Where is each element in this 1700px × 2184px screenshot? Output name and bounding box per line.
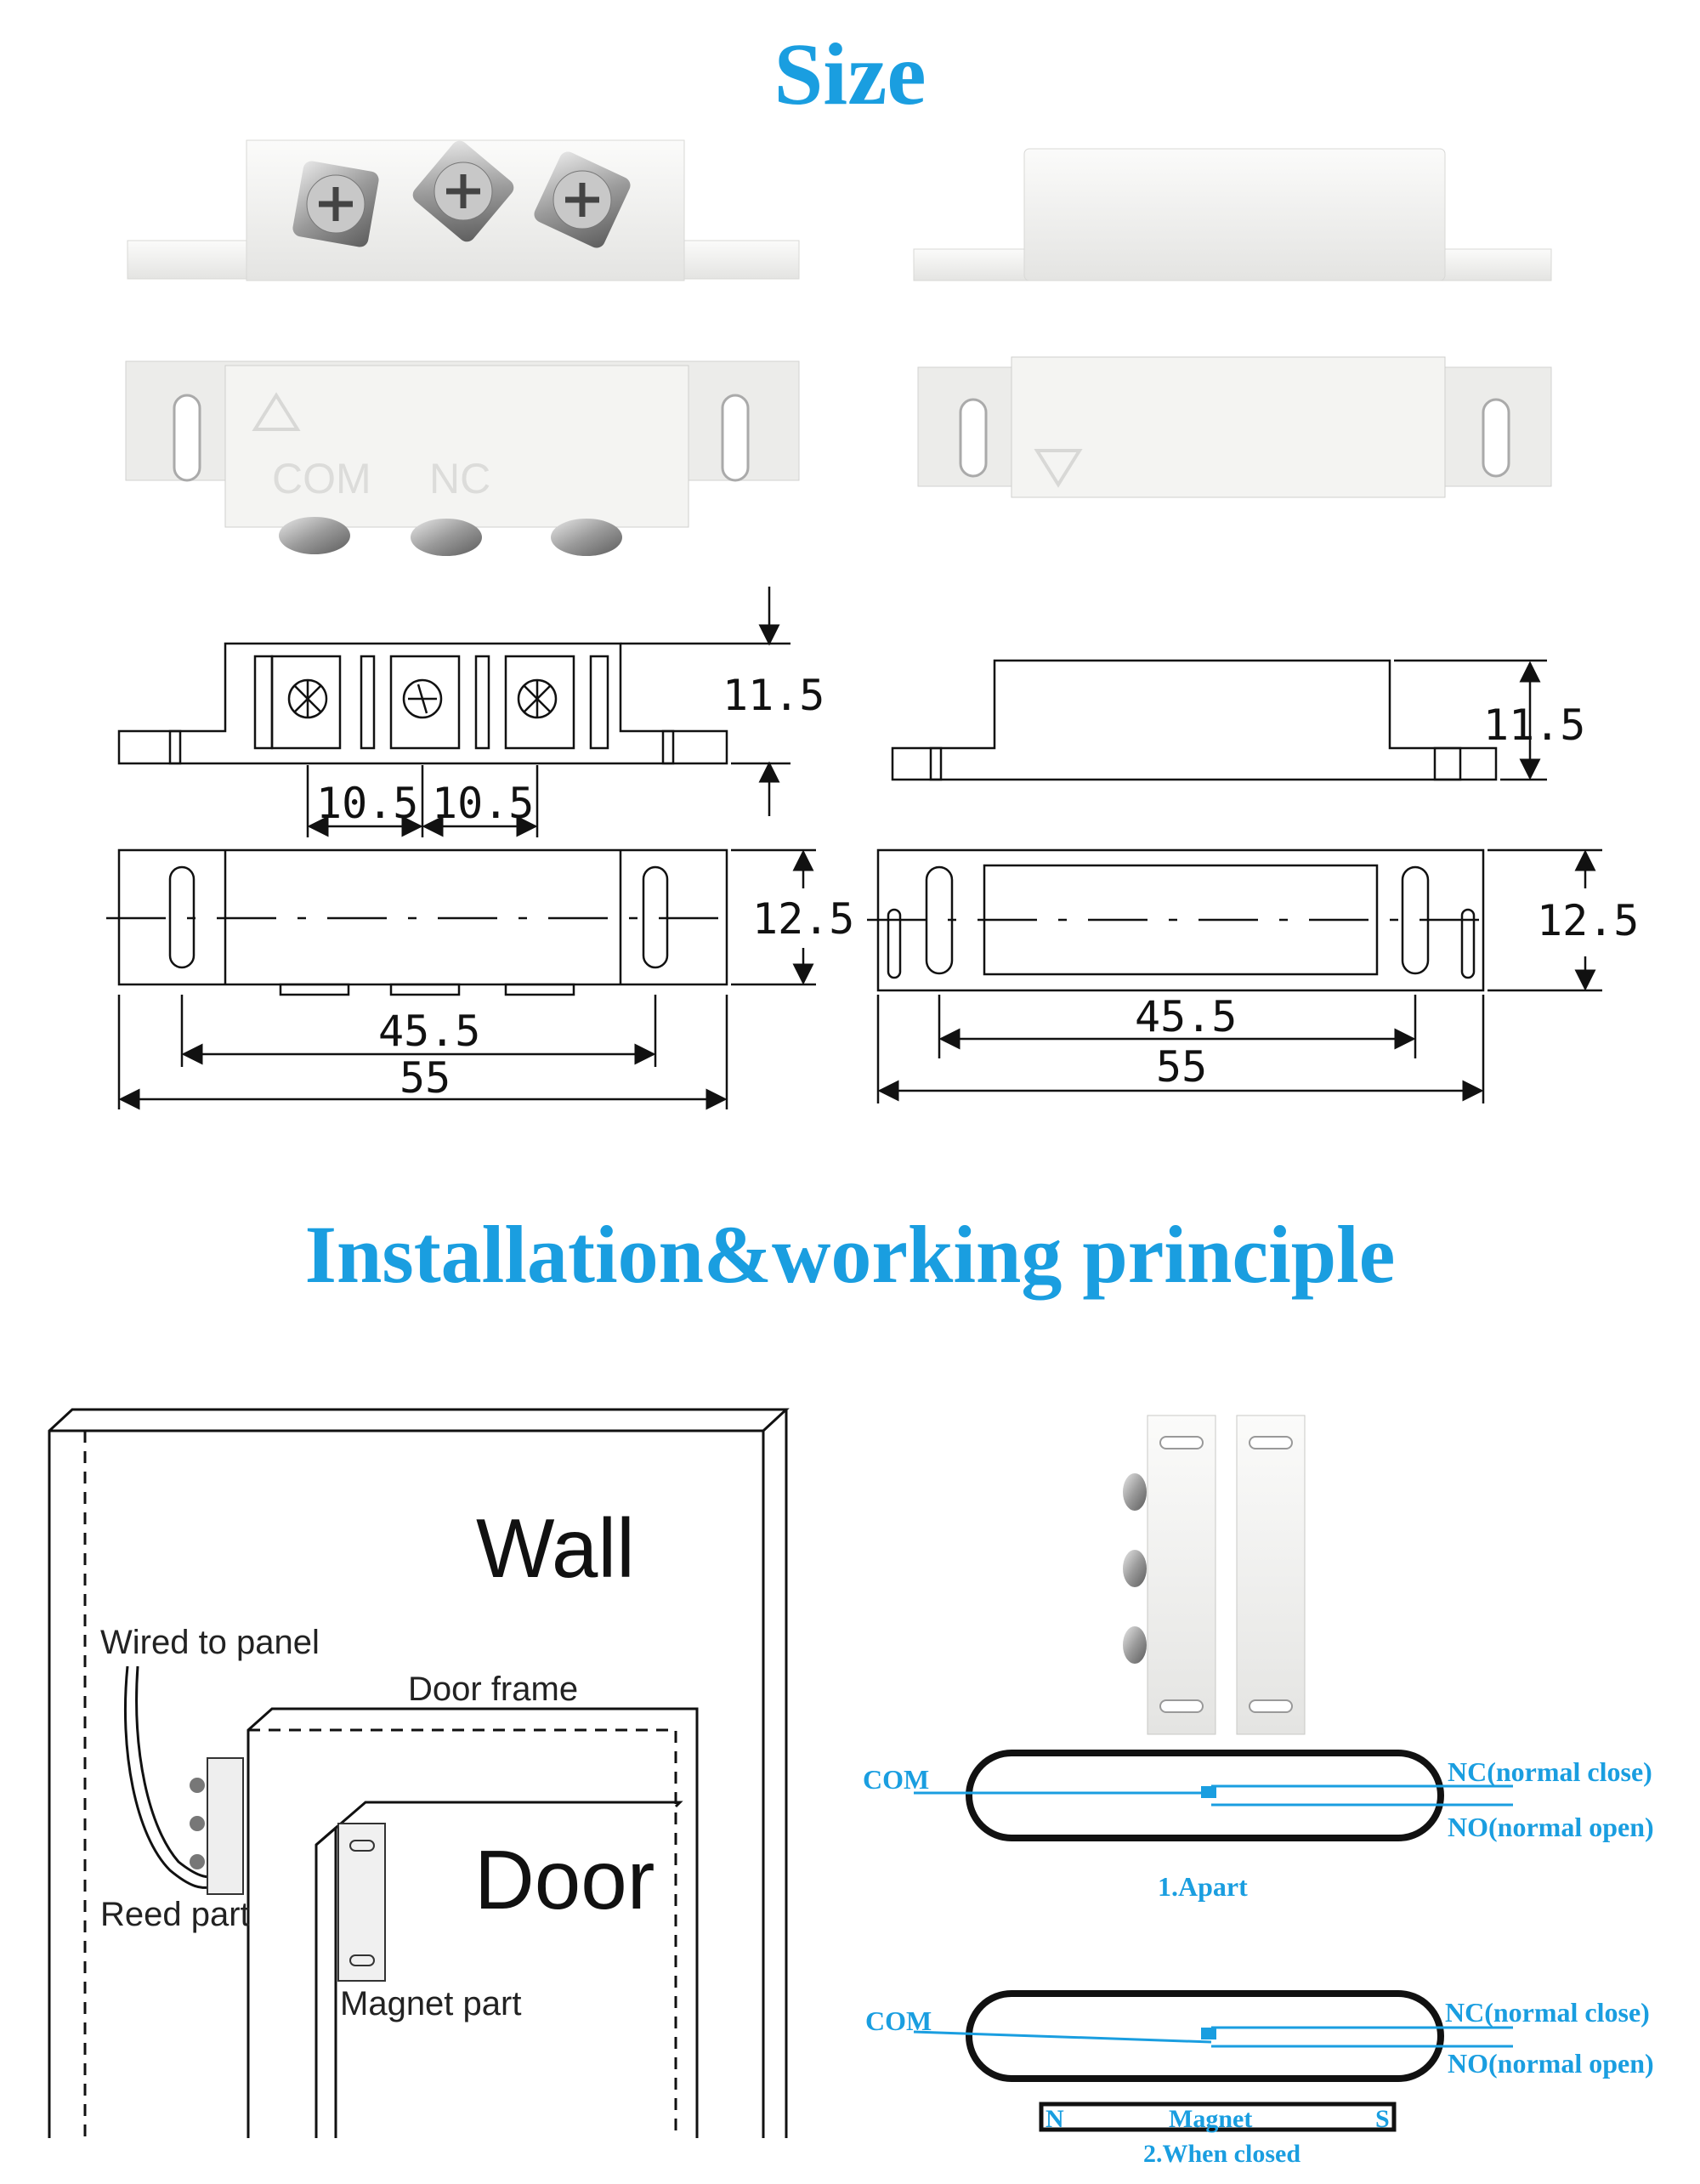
screw-icon: [551, 519, 622, 556]
size-title: Size: [774, 26, 926, 123]
reed-diagram-closed: [913, 1990, 1513, 2082]
dim-magnet-height: [1394, 659, 1547, 781]
drawing-magnet-top: [867, 848, 1496, 992]
magnet-bar: [1039, 2102, 1397, 2132]
photo-com-label: COM: [272, 455, 371, 502]
dim-reed-lengths: [117, 995, 728, 1110]
reed-diagram-apart: [914, 1750, 1513, 1841]
screw-icon: [534, 151, 631, 248]
apart-caption: 1.Apart: [1158, 1871, 1248, 1902]
screw-icon: [292, 161, 379, 247]
dim-reed-height: [620, 587, 790, 816]
magnet-label: Magnet: [1169, 2105, 1252, 2133]
photo-reed-switch-top: COM NC: [125, 360, 800, 556]
screw-icon: [279, 517, 350, 554]
com-label-closed: COM: [865, 2005, 932, 2036]
door-label: Door: [474, 1833, 654, 1926]
door-frame-label: Door frame: [408, 1671, 578, 1708]
screw-icon: [411, 519, 482, 556]
magnet-part-icon: [337, 1823, 386, 1982]
nc-label-closed: NC(normal close): [1445, 1997, 1650, 2028]
no-label-closed: NO(normal open): [1448, 2048, 1654, 2079]
magnet-n-pole: N: [1046, 2105, 1064, 2133]
dim-reed-width: [731, 848, 816, 986]
magnet-part-label: Magnet part: [340, 1985, 521, 2022]
dim-length-right: 55: [1156, 1042, 1207, 1092]
dim-pitch-2: 10.5: [432, 779, 534, 828]
dim-hole-spacing-left: 45.5: [378, 1007, 480, 1056]
drawing-reed-top: [106, 848, 740, 996]
wall-label: Wall: [476, 1501, 635, 1595]
screw-icon: [412, 140, 514, 242]
drawing-reed-side: [117, 642, 728, 765]
dim-height-left: 11.5: [722, 671, 824, 720]
dim-hole-spacing-right: 45.5: [1135, 992, 1237, 1041]
wall-sketch: [48, 1408, 790, 2138]
photo-magnet-side: [913, 148, 1552, 281]
photo-magnet-top: [917, 356, 1552, 498]
reed-part-icon: [190, 1757, 244, 1895]
dim-magnet-width: [1488, 848, 1602, 992]
dim-length-left: 55: [400, 1053, 450, 1103]
reed-part-label: Reed part: [100, 1896, 250, 1933]
photo-nc-label: NC: [429, 455, 490, 502]
dim-pitch-1: 10.5: [316, 779, 418, 828]
no-label-apart: NO(normal open): [1448, 1812, 1654, 1842]
photo-reed-switch-side: [127, 139, 800, 281]
closed-caption: 2.When closed: [1143, 2140, 1300, 2168]
drawing-magnet-side: [891, 659, 1498, 781]
nc-label-apart: NC(normal close): [1448, 1756, 1652, 1787]
dim-width-left: 12.5: [752, 894, 854, 944]
photo-sensor-pair: [1123, 1415, 1306, 1735]
magnet-s-pole: S: [1375, 2105, 1390, 2133]
dim-magnet-lengths: [876, 995, 1485, 1103]
dim-reed-pitch: [306, 765, 539, 837]
com-label-apart: COM: [863, 1764, 929, 1795]
installation-title: Installation&working principle: [304, 1209, 1396, 1300]
dim-height-right: 11.5: [1483, 701, 1585, 750]
wired-to-panel-label: Wired to panel: [100, 1624, 320, 1661]
panel-wires: [123, 1665, 215, 1889]
dim-width-right: 12.5: [1537, 896, 1639, 945]
